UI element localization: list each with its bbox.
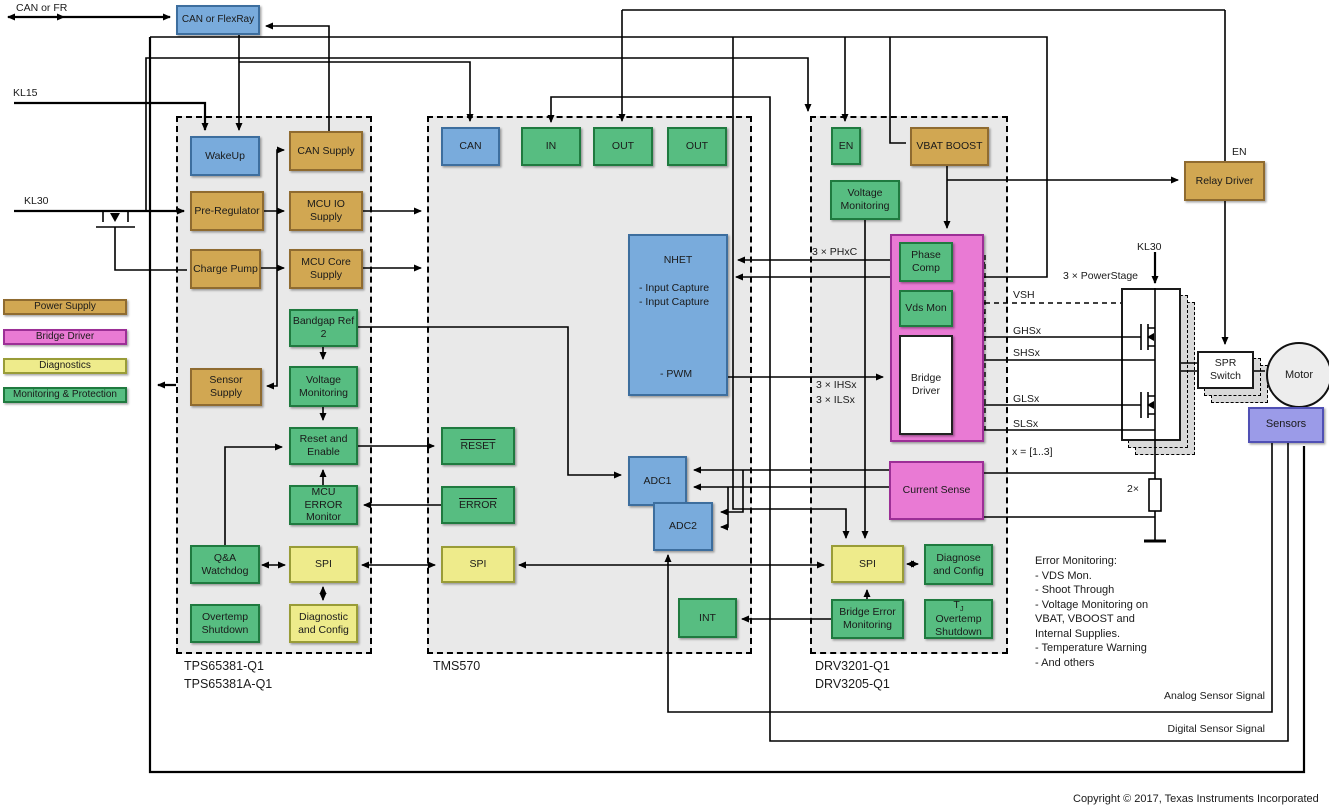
note-line: - Shoot Through bbox=[1035, 584, 1115, 596]
block-mcu-core-supply: MCU Core Supply bbox=[289, 249, 363, 289]
block-int: INT bbox=[678, 598, 737, 638]
nhet-feature: - PWM bbox=[660, 368, 693, 380]
block-bandgap-ref2: Bandgap Ref 2 bbox=[289, 309, 358, 347]
block-phase-comp: Phase Comp bbox=[899, 242, 953, 282]
tj-symbol: TJ bbox=[953, 599, 964, 614]
block-spi-drv: SPI bbox=[831, 545, 904, 583]
block-en: EN bbox=[831, 127, 861, 165]
glsx-label: GLSx bbox=[1013, 393, 1040, 405]
block-relay-driver: Relay Driver bbox=[1184, 161, 1265, 201]
power-stage-label: 3 × PowerStage bbox=[1063, 270, 1139, 282]
ihsx-label: 3 × IHSx bbox=[816, 379, 857, 391]
note-line: - Temperature Warning bbox=[1035, 642, 1147, 654]
ghsx-label: GHSx bbox=[1013, 325, 1042, 337]
block-vds-mon: Vds Mon bbox=[899, 290, 953, 327]
slsx-label: SLSx bbox=[1013, 418, 1039, 430]
drv-part-number-2: DRV3205-Q1 bbox=[815, 677, 890, 691]
block-can-mcu: CAN bbox=[441, 127, 500, 166]
legend-bridge-driver: Bridge Driver bbox=[3, 329, 127, 345]
legend-power-supply: Power Supply bbox=[3, 299, 127, 315]
tms-part-number: TMS570 bbox=[433, 659, 481, 673]
error-monitoring-notes: Error Monitoring: - VDS Mon. - Shoot Thr… bbox=[1035, 554, 1205, 670]
analog-sensor-signal-label: Analog Sensor Signal bbox=[1164, 690, 1265, 702]
block-pre-regulator: Pre-Regulator bbox=[190, 191, 264, 231]
note-line: - VDS Mon. bbox=[1035, 569, 1092, 582]
shsx-label: SHSx bbox=[1013, 347, 1040, 359]
note-line: - Voltage Monitoring on bbox=[1035, 598, 1149, 611]
block-can-flexray: CAN or FlexRay bbox=[176, 5, 260, 35]
block-charge-pump: Charge Pump bbox=[190, 249, 261, 289]
block-tj-overtemp-shutdown: TJ Overtemp Shutdown bbox=[924, 599, 993, 639]
block-voltage-monitoring-drv: Voltage Monitoring bbox=[830, 180, 900, 220]
block-sensor-supply: Sensor Supply bbox=[190, 368, 262, 406]
block-reset-pin: RESET bbox=[441, 427, 515, 465]
tps-part-number-1: TPS65381-Q1 bbox=[184, 659, 264, 673]
block-out-1: OUT bbox=[593, 127, 653, 166]
vsh-label: VSH bbox=[1013, 289, 1035, 301]
nhet-feature: - Input Capture bbox=[639, 296, 710, 308]
note-line: Error Monitoring: bbox=[1035, 555, 1117, 567]
block-diagnose-and-config: Diagnose and Config bbox=[924, 544, 993, 585]
two-x-label: 2× bbox=[1127, 483, 1139, 495]
block-mcu-io-supply: MCU IO Supply bbox=[289, 191, 363, 231]
block-spi-tms: SPI bbox=[441, 546, 515, 583]
block-vbat-boost: VBAT BOOST bbox=[910, 127, 989, 166]
note-line: - And others bbox=[1035, 656, 1095, 669]
ilsx-label: 3 × ILSx bbox=[816, 394, 855, 406]
block-spi-tps: SPI bbox=[289, 546, 358, 583]
block-adc2: ADC2 bbox=[653, 502, 713, 551]
spr-switch: SPR Switch bbox=[1197, 351, 1254, 389]
power-stage-box bbox=[1121, 288, 1181, 441]
block-mcu-error-monitor: MCU ERROR Monitor bbox=[289, 485, 358, 525]
tj-text: Overtemp Shutdown bbox=[935, 613, 982, 639]
block-bridge-error-monitoring: Bridge Error Monitoring bbox=[831, 599, 904, 639]
note-line: Internal Supplies. bbox=[1035, 627, 1120, 640]
nhet-feature: - Input Capture bbox=[639, 282, 710, 294]
en-relay-label: EN bbox=[1232, 146, 1247, 158]
block-reset-and-enable: Reset and Enable bbox=[289, 427, 358, 465]
block-overtemp-shutdown: Overtemp Shutdown bbox=[190, 604, 260, 643]
block-sensors: Sensors bbox=[1248, 407, 1324, 443]
block-can-supply: CAN Supply bbox=[289, 131, 363, 171]
block-out-2: OUT bbox=[667, 127, 727, 166]
block-qa-watchdog: Q&A Watchdog bbox=[190, 545, 260, 584]
block-diagnostic-and-config: Diagnostic and Config bbox=[289, 604, 358, 643]
block-adc1: ADC1 bbox=[628, 456, 687, 506]
legend-monitoring-protection: Monitoring & Protection bbox=[3, 387, 127, 403]
x-range-label: x = [1..3] bbox=[1012, 446, 1053, 458]
block-in: IN bbox=[521, 127, 581, 166]
digital-sensor-signal-label: Digital Sensor Signal bbox=[1167, 723, 1265, 735]
kl30-right-label: KL30 bbox=[1137, 241, 1162, 253]
copyright: Copyright © 2017, Texas Instruments Inco… bbox=[1073, 793, 1319, 805]
drv-part-number-1: DRV3201-Q1 bbox=[815, 659, 890, 673]
phxc-label: 3 × PHxC bbox=[812, 246, 858, 258]
block-wakeup: WakeUp bbox=[190, 136, 260, 176]
kl15-label: KL15 bbox=[13, 87, 38, 99]
kl30-left-label: KL30 bbox=[24, 195, 49, 207]
legend-diagnostics: Diagnostics bbox=[3, 358, 127, 374]
block-error-pin: ERROR bbox=[441, 486, 515, 524]
block-nhet: NHET - Input Capture - Input Capture - P… bbox=[628, 234, 728, 396]
nhet-title: NHET bbox=[663, 254, 693, 266]
note-line: VBAT, VBOOST and bbox=[1035, 613, 1135, 625]
tps-part-number-2: TPS65381A-Q1 bbox=[184, 677, 273, 691]
can-or-fr-label: CAN or FR bbox=[16, 2, 68, 14]
block-voltage-monitoring-tps: Voltage Monitoring bbox=[289, 366, 358, 407]
motor: Motor bbox=[1266, 342, 1329, 408]
block-bridge-driver: Bridge Driver bbox=[899, 335, 953, 435]
block-current-sense: Current Sense bbox=[889, 461, 984, 520]
